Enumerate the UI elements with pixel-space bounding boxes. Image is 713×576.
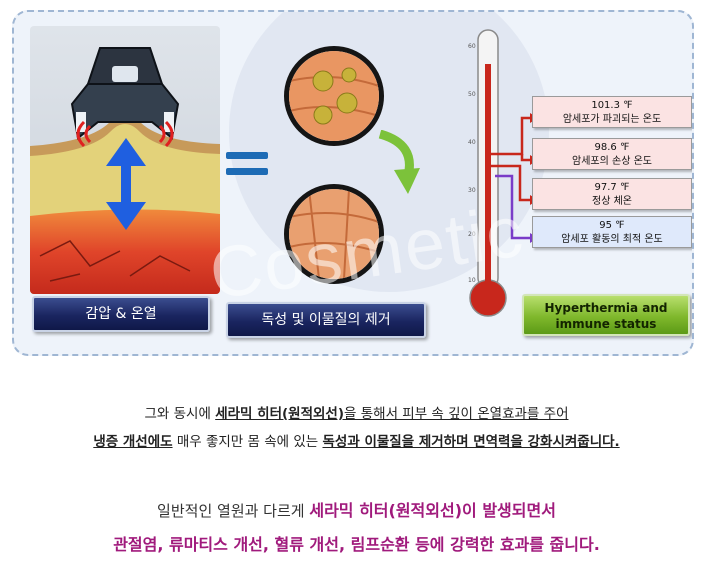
equals-sign [226,152,268,182]
temp-box-101: 101.3 ℉ 암세포가 파괴되는 온도 [532,96,692,128]
tick-label: 20 [468,231,476,238]
label-pressure-heat: 감압 & 온열 [32,296,210,332]
skin-illustration [30,26,220,294]
temp-box-98: 98.6 ℉ 암세포의 손상 온도 [532,138,692,170]
temp-value: 98.6 ℉ [594,142,630,153]
tick-label: 60 [468,43,476,50]
text: 일반적인 열원과 다르게 [157,502,310,520]
para2-line1: 일반적인 열원과 다르게 세라믹 히터(원적외선)이 발생되면서 [0,494,713,528]
temp-box-95: 95 ℉ 암세포 활동의 최적 온도 [532,216,692,248]
description-paragraph-1: 그와 동시에 세라믹 히터(원적외선)을 통해서 피부 속 깊이 온열효과를 주… [0,400,713,456]
cells-after-circle [284,184,384,284]
para1-line1: 그와 동시에 세라믹 히터(원적외선)을 통해서 피부 속 깊이 온열효과를 주… [0,400,713,428]
temp-value: 95 ℉ [599,220,625,231]
tick-label: 10 [468,277,476,284]
text-highlight: 세라믹 히터(원적외선)이 발생되면서 [309,501,556,520]
text-highlight: 관절염, 류마티스 개선, 혈류 개선, 림프순환 등에 강력한 효과를 줍니다… [113,535,600,554]
para1-line2: 냉증 개선에도 매우 좋지만 몸 속에 있는 독성과 이물질을 제거하며 면역력… [0,428,713,456]
temp-desc: 정상 체온 [592,196,632,207]
temp-desc: 암세포의 손상 온도 [572,156,652,167]
label-hyperthermia: Hyperthermia and immune status [522,294,690,336]
tick-label: 40 [468,139,476,146]
temp-desc: 암세포가 파괴되는 온도 [562,114,662,125]
label-detox: 독성 및 이물질의 제거 [226,302,426,338]
diagram-panel: 60 50 40 30 20 10 101.3 ℉ 암세포가 파괴되는 온도 9… [12,10,694,356]
temp-box-97: 97.7 ℉ 정상 체온 [532,178,692,210]
text: 그와 동시에 [144,406,216,422]
tick-label: 30 [468,187,476,194]
para2-line2: 관절염, 류마티스 개선, 혈류 개선, 림프순환 등에 강력한 효과를 줍니다… [0,528,713,562]
tick-label: 50 [468,91,476,98]
text-underlined: 독성과 이물질을 제거하며 면역력을 강화시켜줍니다. [322,434,620,450]
temp-desc: 암세포 활동의 최적 온도 [561,234,663,245]
thermometer-icon: 60 50 40 30 20 10 [468,29,538,317]
text-underlined: 을 통해서 피부 속 깊이 온열효과를 주어 [344,406,569,422]
text-underlined: 세라믹 히터(원적외선) [215,406,345,422]
temp-value: 97.7 ℉ [594,182,630,193]
text-underlined: 냉증 개선에도 [93,434,173,450]
cells-before-circle [284,46,384,146]
temp-value: 101.3 ℉ [591,100,633,111]
text: 매우 좋지만 몸 속에 있는 [172,434,323,450]
curved-arrow-icon [378,130,420,194]
description-paragraph-2: 일반적인 열원과 다르게 세라믹 히터(원적외선)이 발생되면서 관절염, 류마… [0,494,713,562]
